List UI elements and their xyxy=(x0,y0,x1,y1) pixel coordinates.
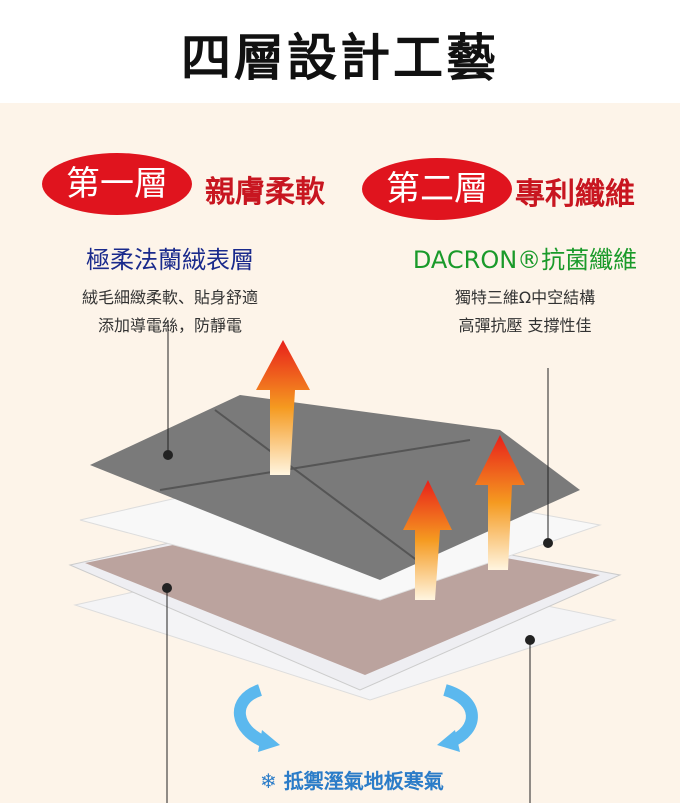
desc-line: 高彈抗壓 支撐性佳 xyxy=(458,316,592,335)
desc-line: 絨毛細緻柔軟、貼身舒適 xyxy=(81,288,258,307)
layer2-name: 專利纖維 xyxy=(515,177,635,212)
desc-line: 獨特三維Ω中空結構 xyxy=(454,288,596,307)
heat-arrow-icon xyxy=(403,480,452,600)
heat-arrow-icon xyxy=(475,435,525,570)
airflow-arrow-icon xyxy=(234,684,268,748)
heat-arrow-icon xyxy=(256,340,310,475)
page-title: 四層設計工藝 xyxy=(181,29,499,87)
bottom-caption-text: 抵禦溼氣地板寒氣 xyxy=(283,769,444,793)
layer2-badge: 第二層 xyxy=(362,158,512,220)
layer2-subtitle: DACRON®抗菌纖維 xyxy=(412,246,638,274)
snowflake-icon: ❄ xyxy=(260,769,277,793)
layer1-name: 親膚柔軟 xyxy=(205,175,325,210)
header-band xyxy=(0,0,680,103)
bottom-caption: ❄ 抵禦溼氣地板寒氣 xyxy=(260,765,444,794)
airflow-arrow-icon xyxy=(442,684,478,748)
layer1-subtitle: 極柔法蘭絨表層 xyxy=(86,246,254,274)
layer2-description: 獨特三維Ω中空結構 高彈抗壓 支撐性佳 xyxy=(400,284,650,340)
layer1-description: 絨毛細緻柔軟、貼身舒適 添加導電絲，防靜電 xyxy=(40,284,300,340)
desc-line: 添加導電絲，防靜電 xyxy=(97,316,242,335)
layer1-badge: 第一層 xyxy=(42,153,192,215)
